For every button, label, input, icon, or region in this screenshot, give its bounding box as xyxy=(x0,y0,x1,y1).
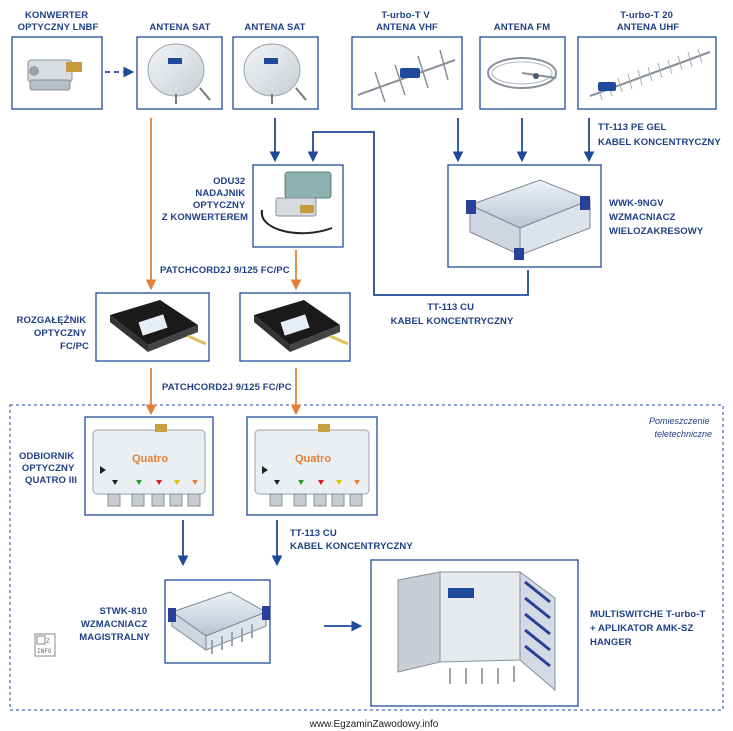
quatro-brand-label: Quatro xyxy=(132,453,168,465)
quatro-receiver-icon: Quatro xyxy=(92,424,206,507)
svg-text:Z: Z xyxy=(46,638,50,645)
stwk-box xyxy=(164,579,271,664)
quatro-brand-label: Quatro xyxy=(295,453,331,465)
multiswitche-label: MULTISWITCHE T-urbo-T + APLIKATOR AMK-SZ… xyxy=(590,609,708,648)
wwk-label: WWK-9NGV WZMACNIACZ WIELOZAKRESOWY xyxy=(609,198,704,237)
quatro-2-box: Quatro xyxy=(246,416,378,516)
turbo-20-label: T-urbo-T 20 ANTENA UHF xyxy=(617,10,679,33)
odu32-label: ODU32 NADAJNIK OPTYCZNY Z KONWERTEREM xyxy=(162,176,248,223)
odu32-box xyxy=(252,164,344,248)
stwk-label: STWK-810 WZMACNIACZ MAGISTRALNY xyxy=(79,606,150,643)
antena-fm-label: ANTENA FM xyxy=(494,22,551,33)
footer-url: www.EgzaminZawodowy.info xyxy=(309,719,439,730)
turbo-v-label: T-urbo-T V ANTENA VHF xyxy=(376,10,438,33)
turbo-v-box xyxy=(351,36,463,110)
antena-sat-2-box xyxy=(232,36,319,110)
optical-splitter-icon xyxy=(110,300,207,352)
vhf-antenna-icon xyxy=(357,49,456,103)
antena-sat-1-label: ANTENA SAT xyxy=(149,22,210,33)
konwerter-box xyxy=(11,36,103,110)
pomieszczenie-label: Pomieszczenie teletechniczne xyxy=(649,416,712,439)
antena-sat-2-label: ANTENA SAT xyxy=(244,22,305,33)
odu32-transmitter-icon xyxy=(260,171,333,235)
room-boundary xyxy=(9,404,724,711)
labels: KONWERTER OPTYCZNY LNBF ANTENA SAT ANTEN… xyxy=(17,10,722,648)
patchcord-1-label: PATCHCORD2J 9/125 FC/PC xyxy=(160,265,290,276)
turbo-20-box xyxy=(577,36,717,110)
wwk-amplifier-icon xyxy=(466,179,592,260)
svg-text:INFO: INFO xyxy=(37,648,52,655)
sat-dish-icon xyxy=(147,43,211,104)
stwk-amplifier-icon xyxy=(168,591,270,654)
konwerter-label: KONWERTER OPTYCZNY LNBF xyxy=(18,10,99,33)
optical-splitter-icon xyxy=(254,300,349,352)
quatro-receiver-icon: Quatro xyxy=(254,424,370,507)
connections xyxy=(105,66,595,632)
arrow-wwk-to-odu32 xyxy=(307,131,529,296)
rozgaleznik-label: ROZGAŁĘŹNIK OPTYCZNY FC/PC xyxy=(17,315,90,352)
multiswitch-stack-icon xyxy=(397,571,556,692)
rozgaleznik-1-box xyxy=(95,292,210,362)
lnbf-converter-icon xyxy=(27,59,82,91)
multiswitch-box xyxy=(370,559,579,707)
quatro-1-box: Quatro xyxy=(84,416,214,516)
sat-dish-icon xyxy=(243,43,307,104)
wwk-box xyxy=(447,164,602,268)
antena-sat-1-box xyxy=(136,36,223,110)
tt113-cu-2-label: TT-113 CU KABEL KONCENTRYCZNY xyxy=(290,528,413,552)
antena-fm-box xyxy=(479,36,566,110)
tt113-gel-label: TT-113 PE GEL KABEL KONCENTRYCZNY xyxy=(598,122,721,148)
fm-antenna-icon xyxy=(487,57,557,89)
uhf-antenna-icon xyxy=(589,48,711,101)
tt113-cu-1-label: TT-113 CU KABEL KONCENTRYCZNY xyxy=(391,302,514,327)
ez-info-logo: Z INFO xyxy=(34,633,56,657)
odbiornik-label: ODBIORNIK OPTYCZNY QUATRO III xyxy=(19,451,77,486)
rozgaleznik-2-box xyxy=(239,292,351,362)
patchcord-2-label: PATCHCORD2J 9/125 FC/PC xyxy=(162,382,292,393)
